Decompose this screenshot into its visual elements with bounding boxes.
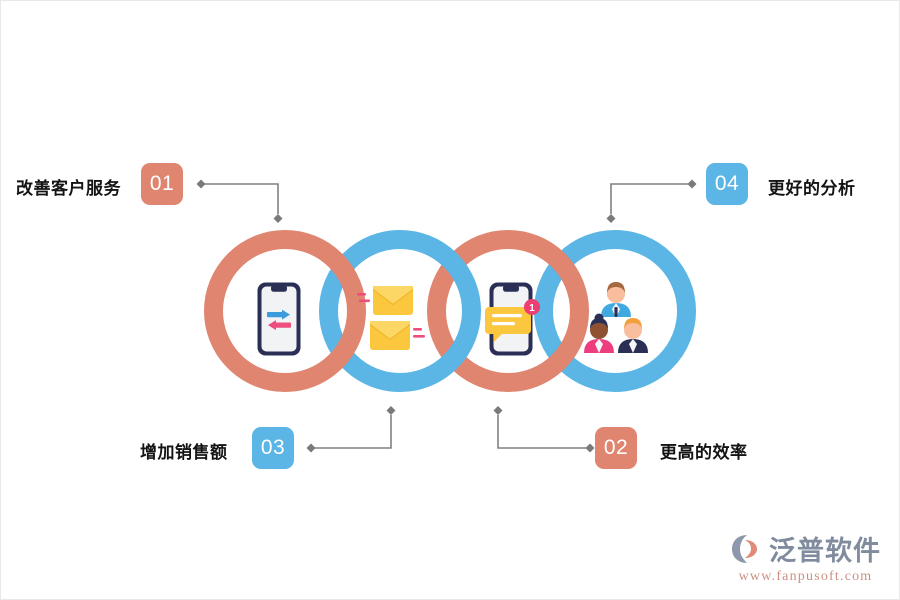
marker-04-ring-end [606,214,616,223]
label-02-higher-efficiency: 更高的效率 [660,443,748,463]
label-04-better-analytics: 更好的分析 [768,179,856,199]
marker-02-badge-end [585,443,595,453]
marker-04-badge-end [687,179,697,189]
envelopes-icon [357,286,425,350]
connector-03 [311,415,392,449]
notification-count: 1 [529,303,535,314]
icon-slot-phone-chat: 1 [482,279,544,359]
label-01-improve-customer-service: 改善客户服务 [16,179,121,199]
marker-01-badge-end [196,179,206,189]
icon-slot-team [575,275,657,357]
badge-03[interactable]: 03 [252,427,294,469]
chat-bubble [485,307,531,342]
envelope-bottom [369,321,411,350]
watermark-brand: 泛普软件 [769,536,881,567]
badge-04[interactable]: 04 [706,163,748,205]
watermark: 泛普软件 www.fanpusoft.com [730,529,881,585]
icon-slot-phone-exchange [251,279,307,359]
phone-chat-icon: 1 [485,282,540,356]
watermark-url: www.fanpusoft.com [738,569,873,584]
phone-exchange-icon [257,282,301,356]
marker-01-ring-end [273,214,283,223]
envelope-top [372,286,414,315]
connector-02 [497,415,590,449]
connector-01 [201,183,279,214]
badge-04-number: 04 [714,172,740,195]
envelope-dashes-right [413,328,425,338]
badge-01[interactable]: 01 [141,163,183,205]
marker-02-ring-end [493,406,503,415]
team-icon [584,282,648,353]
fanpu-logo-icon [732,534,757,563]
badge-03-number: 03 [260,436,286,459]
marker-03-badge-end [306,443,316,453]
label-03-increase-sales: 增加销售额 [140,443,228,463]
marker-03-ring-end [386,406,396,415]
connector-04 [610,183,692,214]
arrow-left-pink [268,320,291,331]
team-member-top [601,282,631,319]
team-member-left [584,313,614,353]
watermark-row: 泛普软件 [730,529,881,568]
badge-01-number: 01 [149,172,175,195]
arrow-right-blue [267,309,290,320]
badge-02[interactable]: 02 [595,427,637,469]
team-member-right [618,318,648,353]
notification-badge: 1 [524,299,540,315]
badge-02-number: 02 [603,436,629,459]
envelope-dashes-left [357,293,370,303]
icon-slot-envelopes [357,281,427,357]
